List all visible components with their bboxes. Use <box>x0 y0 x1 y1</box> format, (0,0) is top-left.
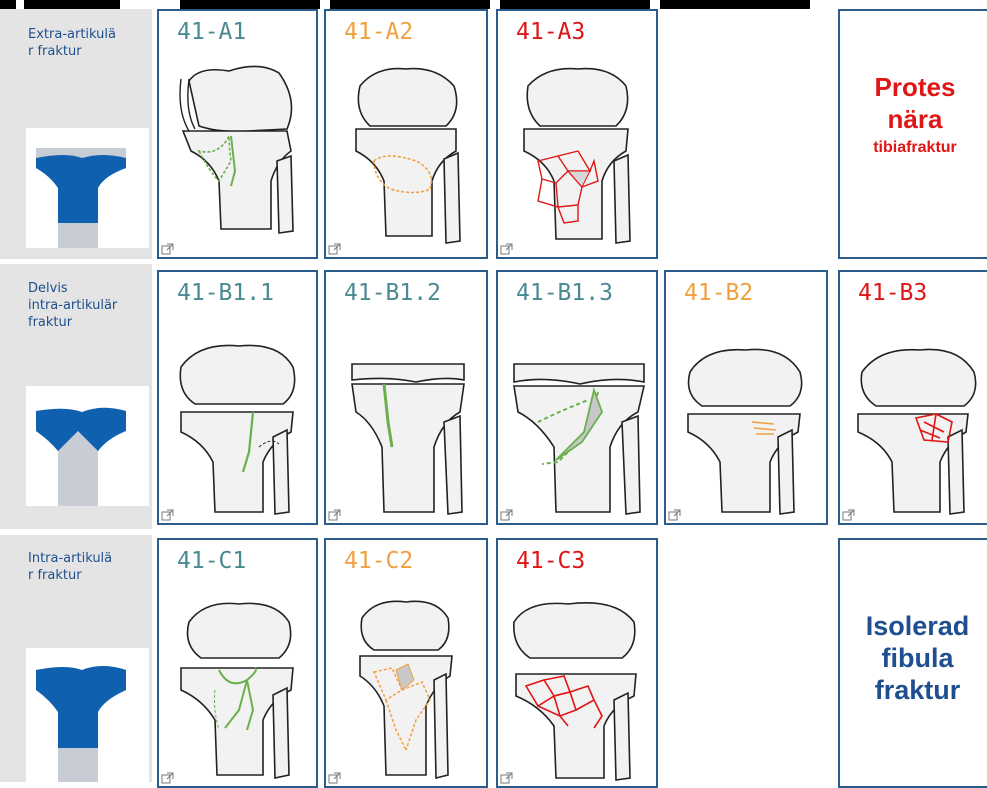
knee-diagram-c2 <box>326 540 488 788</box>
row-label-a-line2: r fraktur <box>28 43 153 60</box>
side-text-isolerad: Isolerad fibula fraktur <box>840 610 987 706</box>
card-41-A2[interactable]: 41-A2 <box>324 9 488 259</box>
card-41-B1.1[interactable]: 41-B1.1 <box>157 270 318 525</box>
knee-diagram-a3 <box>498 11 658 259</box>
row-label-b-line2: intra-artikulär <box>28 297 153 314</box>
external-link-icon[interactable] <box>328 243 342 255</box>
card-41-B2[interactable]: 41-B2 <box>664 270 828 525</box>
side-text-line2: nära <box>840 103 987 135</box>
external-link-icon[interactable] <box>500 772 514 784</box>
external-link-icon[interactable] <box>328 772 342 784</box>
card-41-C2[interactable]: 41-C2 <box>324 538 488 788</box>
knee-diagram-a1 <box>159 11 318 259</box>
external-link-icon[interactable] <box>161 772 175 784</box>
row-label-a-line1: Extra-artikulä <box>28 26 153 43</box>
external-link-icon[interactable] <box>668 509 682 521</box>
external-link-icon[interactable] <box>842 509 856 521</box>
card-protes-nara-tibiafraktur[interactable]: Protes nära tibiafraktur <box>838 9 987 259</box>
card-41-C3[interactable]: 41-C3 <box>496 538 658 788</box>
knee-diagram-c3 <box>498 540 658 788</box>
row-label-b-line3: fraktur <box>28 314 153 331</box>
knee-diagram-c1 <box>159 540 318 788</box>
top-border-bar <box>0 0 987 9</box>
card-41-C1[interactable]: 41-C1 <box>157 538 318 788</box>
side-text-protes: Protes nära tibiafraktur <box>840 71 987 161</box>
tibia-icon-extra-articular <box>26 128 149 248</box>
side-text-line1: Protes <box>840 71 987 103</box>
card-41-B1.3[interactable]: 41-B1.3 <box>496 270 658 525</box>
row-label-a: Extra-artikulä r fraktur <box>28 26 153 60</box>
knee-diagram-b3 <box>840 272 987 525</box>
row-label-c-line2: r fraktur <box>28 567 153 584</box>
row-label-b: Delvis intra-artikulär fraktur <box>28 280 153 331</box>
card-41-A1[interactable]: 41-A1 <box>157 9 318 259</box>
external-link-icon[interactable] <box>500 243 514 255</box>
tibia-icon-intra-articular <box>26 648 149 782</box>
side-text-line3: tibiafraktur <box>840 135 987 161</box>
row-label-b-line1: Delvis <box>28 280 153 297</box>
external-link-icon[interactable] <box>500 509 514 521</box>
side-text-line2: fibula <box>840 642 987 674</box>
side-text-line3: fraktur <box>840 674 987 706</box>
knee-diagram-b1-2 <box>326 272 488 525</box>
card-isolerad-fibula-fraktur[interactable]: Isolerad fibula fraktur <box>838 538 987 788</box>
external-link-icon[interactable] <box>328 509 342 521</box>
knee-diagram-b1-1 <box>159 272 318 525</box>
external-link-icon[interactable] <box>161 509 175 521</box>
row-label-c: Intra-artikulä r fraktur <box>28 550 153 584</box>
knee-diagram-b1-3 <box>498 272 658 525</box>
knee-diagram-b2 <box>666 272 828 525</box>
row-label-c-line1: Intra-artikulä <box>28 550 153 567</box>
side-text-line1: Isolerad <box>840 610 987 642</box>
external-link-icon[interactable] <box>161 243 175 255</box>
knee-diagram-a2 <box>326 11 488 259</box>
card-41-B1.2[interactable]: 41-B1.2 <box>324 270 488 525</box>
card-41-A3[interactable]: 41-A3 <box>496 9 658 259</box>
tibia-icon-partial-articular <box>26 386 149 506</box>
card-41-B3[interactable]: 41-B3 <box>838 270 987 525</box>
